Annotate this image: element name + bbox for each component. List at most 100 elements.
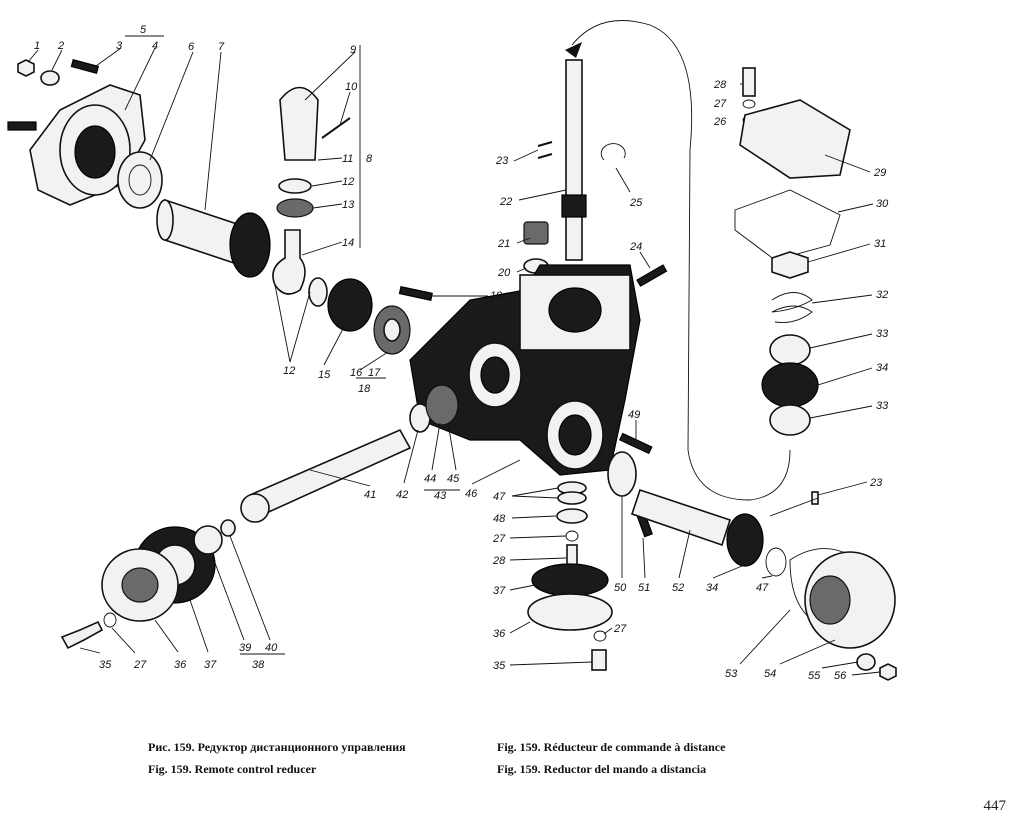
part-stud-19 <box>398 286 433 301</box>
part-input-shaft-41 <box>240 428 412 523</box>
callout-label: 37 <box>493 585 506 597</box>
callout-label: 20 <box>497 267 511 279</box>
callout-label: 30 <box>876 198 889 210</box>
part-spring-32 <box>771 292 813 323</box>
callout-label: 21 <box>497 238 510 250</box>
callout-label: 27 <box>613 623 627 635</box>
part-gasket-37-bottom <box>531 563 609 597</box>
part-washer-27-left <box>103 612 117 628</box>
callout-label: 12 <box>283 365 295 377</box>
callout-label: 28 <box>713 79 727 91</box>
part-end-cover-54 <box>804 551 896 649</box>
callout-label: 11 <box>342 153 353 165</box>
callout-label: 40 <box>265 642 278 654</box>
callout-label: 17 <box>368 367 381 379</box>
part-stud-3 <box>70 59 100 74</box>
part-fork-9 <box>279 86 319 161</box>
callout-label: 52 <box>672 582 684 594</box>
callout-label: 7 <box>218 41 225 53</box>
callout-label: 10 <box>345 81 358 93</box>
callout-label: 1 <box>34 40 40 52</box>
callout-label: 14 <box>342 237 354 249</box>
callout-label: 36 <box>174 659 187 671</box>
callout-label: 24 <box>629 241 642 253</box>
callout-label: 33 <box>876 328 889 340</box>
callout-label: 12 <box>342 176 354 188</box>
callout-label: 42 <box>396 489 408 501</box>
part-washer-27-mid <box>565 530 579 542</box>
callout-label: 50 <box>614 582 627 594</box>
page-number: 447 <box>983 798 1007 814</box>
part-gear-34-upper <box>761 362 819 408</box>
callout-label: 47 <box>756 582 769 594</box>
callout-label: 5 <box>140 24 147 36</box>
callout-label: 9 <box>350 44 356 56</box>
callout-labels: 1 2 3 4 5 6 7 8 9 10 11 12 13 14 12 15 1… <box>34 24 889 682</box>
callout-label: 38 <box>252 659 265 671</box>
callout-label: 53 <box>725 668 738 680</box>
callout-label: 2 <box>57 40 64 52</box>
callout-label: 27 <box>133 659 147 671</box>
part-washer-12 <box>278 178 312 194</box>
part-bushing-33-lower <box>769 404 811 436</box>
callout-label: 34 <box>876 362 888 374</box>
callout-label: 23 <box>495 155 509 167</box>
callout-label: 6 <box>188 41 195 53</box>
callout-label: 54 <box>764 668 776 680</box>
callout-label: 27 <box>713 98 727 110</box>
part-bolt-35-left <box>60 620 104 650</box>
callout-label: 43 <box>434 490 447 502</box>
callout-label: 45 <box>447 473 460 485</box>
callout-label: 47 <box>493 491 506 503</box>
callout-label: 4 <box>152 40 158 52</box>
part-tab-washer-2 <box>40 70 60 86</box>
callout-label: 8 <box>366 153 373 165</box>
callout-label: 23 <box>869 477 883 489</box>
callout-label: 22 <box>499 196 512 208</box>
callout-label: 13 <box>342 199 355 211</box>
parts-illustration <box>7 20 897 681</box>
part-main-housing <box>409 264 641 476</box>
part-bevel-gear-15 <box>327 278 373 332</box>
callout-label: 26 <box>713 116 727 128</box>
part-pin-23-top <box>537 141 553 147</box>
part-nut-31 <box>771 251 809 279</box>
part-eye-bolt-14 <box>272 229 306 295</box>
part-plug-21 <box>523 221 549 245</box>
part-pin-10 <box>321 117 351 139</box>
callout-label: 44 <box>424 473 436 485</box>
callout-label: 56 <box>834 670 847 682</box>
part-ring-6 <box>117 151 163 209</box>
part-bevel-gear-shaft-7 <box>156 198 271 278</box>
callout-label: 55 <box>808 670 821 682</box>
part-flange-cover-4 <box>7 84 146 206</box>
part-vertical-shaft-22 <box>561 59 587 261</box>
part-output-shaft-52 <box>630 488 764 567</box>
part-bushing-33-upper <box>769 334 811 366</box>
part-nut-56 <box>879 663 897 681</box>
callout-label: 28 <box>492 555 506 567</box>
leader-lines <box>27 35 881 676</box>
arrow-head-icon <box>565 42 582 58</box>
callout-label: 3 <box>116 40 123 52</box>
callout-label: 35 <box>99 659 112 671</box>
part-gasket-50 <box>607 451 637 497</box>
part-stud-49 <box>619 432 653 455</box>
callout-label: 35 <box>493 660 506 672</box>
part-bolt-28-top <box>742 67 756 97</box>
part-stud-24 <box>636 264 668 287</box>
part-gasket-30 <box>734 189 841 261</box>
callout-label: 16 <box>350 367 363 379</box>
callout-label: 33 <box>876 400 889 412</box>
callout-label: 29 <box>873 167 886 179</box>
callout-label: 25 <box>629 197 643 209</box>
part-washer-27-top <box>742 99 756 109</box>
callout-label: 31 <box>874 238 886 250</box>
part-washer-48 <box>556 508 588 524</box>
part-cover-36-bottom <box>527 593 613 631</box>
caption-french: Fig. 159. Réducteur de commande à distan… <box>497 740 726 754</box>
callout-label: 39 <box>239 642 251 654</box>
part-bolt-35-bottom <box>591 649 607 671</box>
caption-russian: Рис. 159. Редуктор дистанционного управл… <box>148 740 406 754</box>
